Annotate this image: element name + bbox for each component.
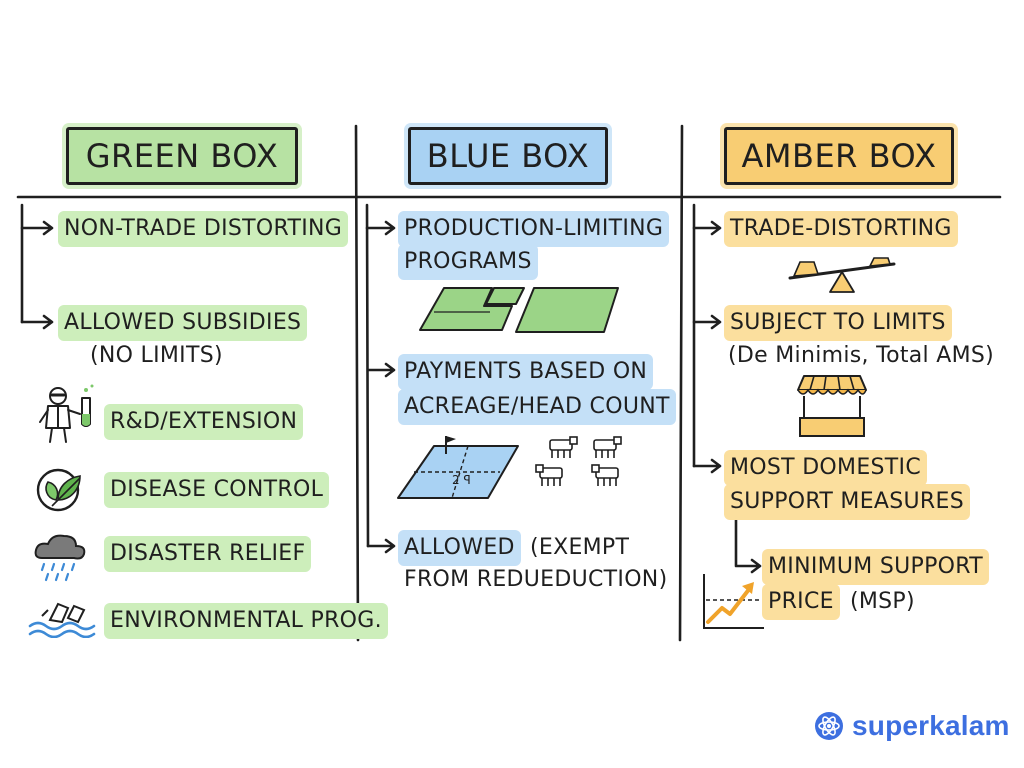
arrow-msp: [734, 516, 762, 574]
water-icon: [28, 602, 96, 638]
scientist-icon: [39, 384, 94, 443]
blue-box-header: BLUE BOX: [408, 127, 608, 185]
blue-item-exempt: (EXEMPT: [530, 535, 630, 560]
atom-icon: [815, 712, 843, 740]
acreage-map-icon: 2 ꟼ: [397, 436, 519, 499]
arrow-trade-distorting: [692, 220, 722, 236]
arrow-allowed: [366, 538, 396, 554]
amber-item-support-measures: SUPPORT MEASURES: [724, 484, 970, 520]
blue-item-acreage: ACREAGE/HEAD COUNT: [398, 389, 676, 425]
arrow-payments: [366, 362, 396, 378]
brand-logo: superkalam: [814, 710, 1010, 742]
amber-item-trade-distorting: TRADE-DISTORTING: [724, 211, 958, 247]
blue-bracket: [365, 203, 370, 548]
blue-item-allowed: ALLOWED: [398, 530, 521, 566]
green-item-rd-extension: R&D/EXTENSION: [104, 404, 304, 440]
amber-item-subject-limits: SUBJECT TO LIMITS: [724, 305, 952, 341]
price-chart-icon: [703, 574, 764, 629]
green-item-environmental: ENVIRONMENTAL PROG.: [104, 603, 388, 639]
arrow-non-trade: [20, 220, 54, 236]
green-item-disease-control: DISEASE CONTROL: [104, 472, 330, 508]
blue-item-production-limiting: PRODUCTION-LIMITING: [398, 211, 670, 247]
amber-item-minimum-support: MINIMUM SUPPORT: [762, 549, 990, 585]
column-divider-right: [678, 124, 684, 642]
amber-item-msp: (MSP): [850, 589, 915, 614]
green-item-non-trade: NON-TRADE DISTORTING: [58, 211, 349, 247]
column-divider-left: [354, 124, 360, 642]
leaf-icon: [36, 468, 81, 512]
green-box-header: GREEN BOX: [66, 127, 298, 185]
amber-box-header: AMBER BOX: [724, 127, 954, 185]
brand-name: superkalam: [852, 710, 1010, 741]
market-stall-icon: [797, 375, 867, 437]
amber-item-price: PRICE: [762, 584, 840, 620]
amber-item-de-minimis: (De Minimis, Total AMS): [728, 343, 995, 368]
blue-item-payments: PAYMENTS BASED ON: [398, 354, 654, 390]
arrow-most-domestic: [692, 458, 722, 474]
amber-item-most-domestic: MOST DOMESTIC: [724, 450, 927, 486]
rain-cloud-icon: [34, 534, 86, 582]
green-item-allowed-subsidies: ALLOWED SUBSIDIES: [58, 305, 308, 341]
arrow-allowed-subsidies: [20, 314, 54, 330]
cattle-icon: [535, 436, 622, 486]
fields-icon: [419, 287, 619, 333]
blue-item-from-reduction: FROM REDUEDUCTION): [404, 567, 668, 592]
balance-scale-icon: [788, 257, 896, 293]
green-item-disaster-relief: DISASTER RELIEF: [104, 536, 312, 572]
arrow-production-limiting: [365, 220, 396, 236]
svg-text:2 ꟼ: 2 ꟼ: [452, 473, 471, 487]
blue-item-programs: PROGRAMS: [398, 244, 538, 280]
green-item-no-limits: (NO LIMITS): [90, 343, 223, 368]
arrow-subject-limits: [692, 314, 722, 330]
